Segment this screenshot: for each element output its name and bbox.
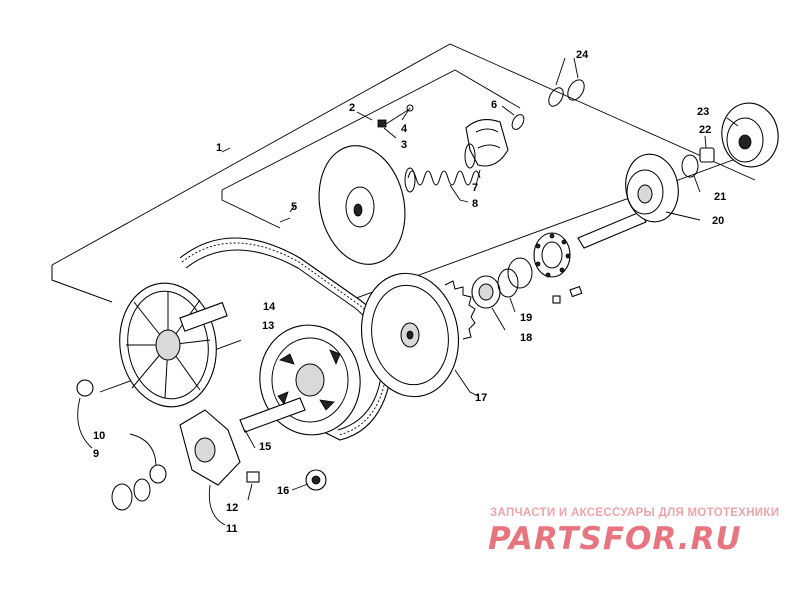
driven-pulley [119, 282, 228, 408]
bracket-1-upper [51, 43, 756, 266]
part-21-washer [681, 154, 701, 193]
part-12-block [246, 471, 260, 501]
callout-21: 21 [714, 191, 726, 203]
callout-12: 12 [226, 502, 238, 514]
part-23-clutch-drum [721, 102, 779, 168]
part-3-4-bolt [377, 104, 414, 139]
callout-14: 14 [263, 301, 276, 313]
callout-22: 22 [699, 124, 711, 136]
callout-4: 4 [401, 123, 408, 135]
part-5-pin [279, 204, 296, 223]
part-9-nut [76, 379, 94, 449]
part-18-bearing [471, 275, 506, 331]
part-11-spider [179, 409, 241, 526]
watermark-logo: PARTSFOR.RU [488, 521, 742, 557]
callout-1: 1 [216, 142, 222, 154]
callout-9: 9 [93, 448, 99, 460]
part-16-nut [291, 469, 327, 491]
part-19-ring [497, 257, 533, 313]
part-8-spring [404, 143, 481, 203]
callout-17: 17 [475, 392, 487, 404]
leader-2 [356, 111, 373, 121]
bracket-2-upper [221, 69, 521, 191]
callout-10: 10 [93, 430, 105, 442]
small-bolts [552, 285, 583, 304]
callout-8: 8 [472, 198, 478, 210]
callout-19: 19 [520, 312, 532, 324]
roller-bearing [533, 232, 571, 278]
callout-16: 16 [277, 485, 289, 497]
part-15-shaft [239, 397, 306, 449]
callout-2: 2 [349, 102, 355, 114]
part-7-cam [465, 119, 509, 186]
callout-5: 5 [291, 201, 297, 213]
part-6-snap-ring [501, 105, 525, 130]
callout-18: 18 [520, 332, 532, 344]
leader-1 [221, 147, 231, 153]
part-20-shaft-drum [577, 153, 701, 249]
callout-20: 20 [712, 215, 724, 227]
bracket-1-lower [51, 265, 113, 303]
callout-6: 6 [491, 99, 497, 111]
callout-3: 3 [401, 139, 407, 151]
bracket-2-lower [221, 190, 281, 229]
callout-23: 23 [697, 106, 709, 118]
callout-7: 7 [472, 182, 478, 194]
part-17-sheave-gear [360, 272, 479, 398]
callout-13: 13 [262, 320, 274, 332]
part-10-nut [129, 433, 167, 484]
part-22-nut [699, 135, 715, 163]
upper-sheave [318, 145, 406, 265]
callout-15: 15 [259, 441, 271, 453]
part-24-orings [548, 57, 585, 107]
callout-24: 24 [576, 49, 589, 61]
callout-labels: 1 2 3 4 5 6 7 8 9 10 11 12 13 14 15 16 1… [93, 49, 726, 535]
watermark-caption: ЗАПЧАСТИ И АКСЕССУАРЫ ДЛЯ МОТОТЕХНИКИ [490, 507, 780, 519]
callout-11: 11 [226, 523, 238, 535]
part-washers [111, 478, 151, 511]
